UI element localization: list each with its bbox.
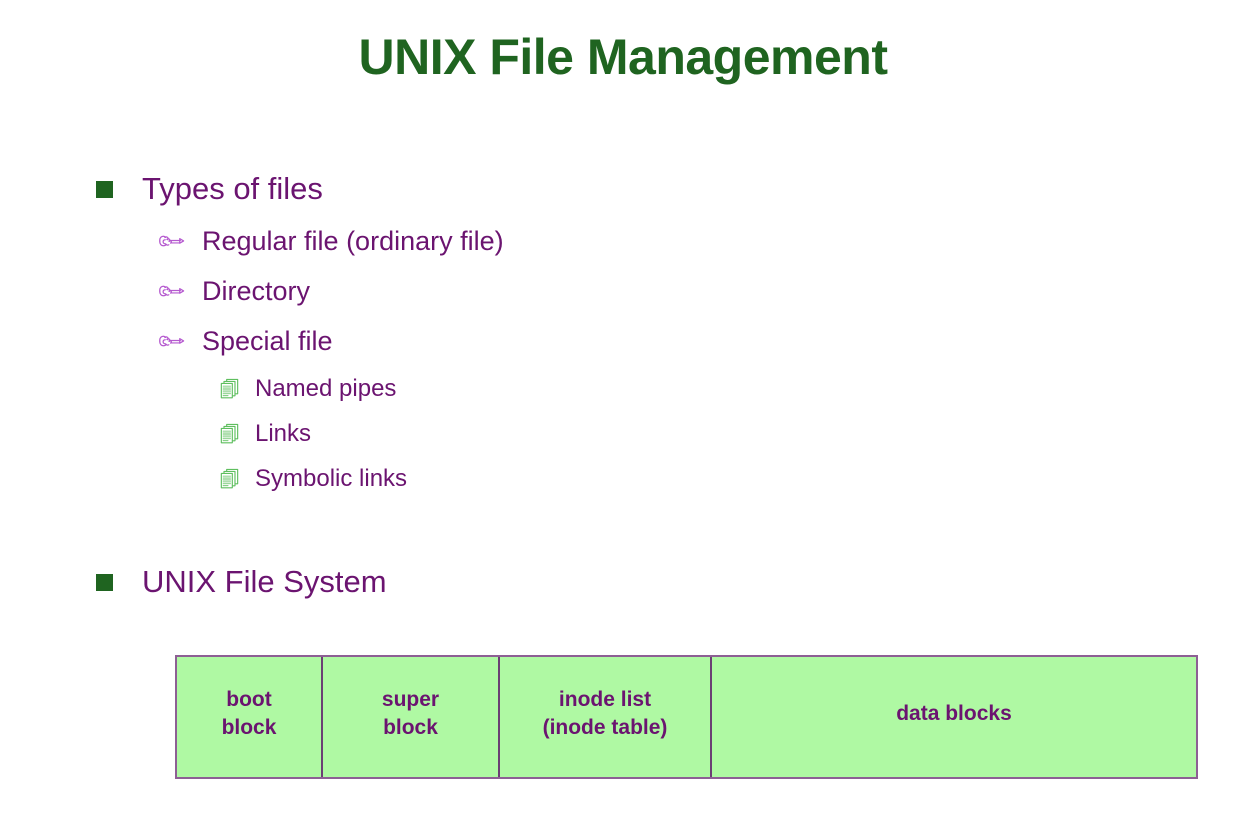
bullet-level1-label: UNIX File System [142,564,387,599]
outline-body: Types of files [0,168,1246,609]
fs-cell-line: block [383,716,438,739]
bullet-level2-label: Regular file (ordinary file) [202,226,504,256]
bullet-level3-label: Symbolic links [255,465,408,492]
unix-file-system-layout-diagram: boot block super block inode list (inode… [175,655,1198,779]
bullet-level1-unix-file-system: UNIX File System [0,561,1246,603]
bullet-level2-special-file: Special file [0,316,1246,366]
bullet-level2-label: Directory [202,276,311,306]
stacked-pages-icon [220,366,255,411]
pointing-hand-icon [157,216,202,266]
bullet-level1-types-of-files: Types of files [0,168,1246,210]
fs-cell-line: boot [226,687,272,711]
pointing-hand-icon [157,316,202,366]
bullet-level2-directory: Directory [0,266,1246,316]
fs-cell-line: block [221,716,277,739]
bullet-level3-label: Links [255,420,312,447]
page-title: UNIX File Management [358,29,889,85]
fs-cell-line: super [381,687,440,711]
bullet-level2-label: Special file [202,326,333,356]
pointing-hand-icon [157,266,202,316]
bullet-level2-regular-file: Regular file (ordinary file) [0,216,1246,266]
bullet-level3-label: Named pipes [255,375,397,402]
bullet-level3-symbolic-links: Symbolic links [0,456,1246,501]
fs-cell-line: data blocks [896,701,1012,725]
fs-cell-super-block: super block [323,657,500,777]
fs-cell-line: (inode table) [542,716,668,739]
bullet-level1-label: Types of files [142,171,323,206]
stacked-pages-icon [220,411,255,456]
bullet-level3-named-pipes: Named pipes [0,366,1246,411]
section-spacer [0,501,1246,561]
fs-cell-data-blocks: data blocks [712,657,1196,777]
square-bullet-icon [96,168,142,210]
fs-cell-boot-block: boot block [177,657,323,777]
bullet-level3-links: Links [0,411,1246,456]
fs-cell-inode-list: inode list (inode table) [500,657,712,777]
fs-cell-line: inode list [558,687,652,711]
square-bullet-icon [96,561,142,603]
stacked-pages-icon [220,456,255,501]
